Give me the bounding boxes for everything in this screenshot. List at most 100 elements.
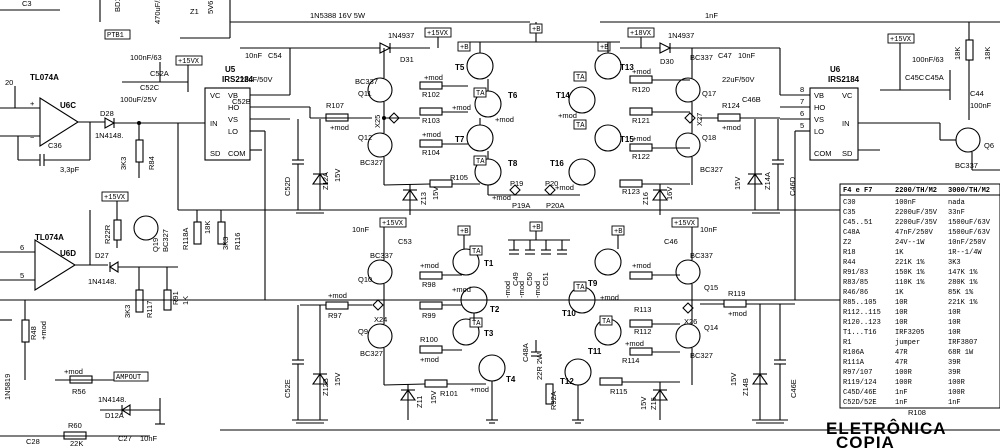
label-q9: Q9 bbox=[358, 327, 368, 336]
tag-ta-t11 bbox=[599, 315, 613, 326]
label-15vx-u5: +15VX bbox=[178, 58, 200, 66]
label-ta-t8: TA bbox=[476, 158, 485, 166]
label-u5: U5 bbox=[225, 65, 236, 74]
table-cell: 2200uF/35V bbox=[895, 219, 938, 227]
label-r48: R48 bbox=[29, 326, 38, 340]
resistor-r97 bbox=[325, 301, 349, 310]
table-cell: C48A bbox=[843, 229, 861, 237]
table-cell: 10R bbox=[948, 309, 961, 317]
pin-num-u6-5: 5 bbox=[800, 121, 804, 130]
tag-ta-t1 bbox=[469, 245, 483, 256]
label-t11: T11 bbox=[588, 347, 602, 356]
label-15vx-a: +15VX bbox=[427, 30, 449, 38]
label-c52a-value: 100nF/63 bbox=[130, 53, 162, 62]
mosfet-t7 bbox=[466, 124, 494, 152]
label-c27: C27 bbox=[118, 434, 132, 443]
label-t9: T9 bbox=[588, 279, 598, 288]
label-r98: R98 bbox=[422, 280, 436, 289]
resistor-r107 bbox=[325, 113, 349, 122]
resistor-r105 bbox=[429, 179, 453, 188]
pin-com-u6: COM bbox=[814, 149, 832, 158]
table-cell: 10R bbox=[895, 309, 908, 317]
label-r100-mod: +mod bbox=[420, 355, 439, 364]
label-x26: X26 bbox=[684, 317, 697, 326]
label-r113-mod: +mod bbox=[632, 261, 651, 270]
mosfet-t4 bbox=[478, 354, 506, 382]
label-ampout: AMPOUT bbox=[116, 374, 141, 382]
resistor-r114 bbox=[629, 347, 653, 356]
table-cell: 150K 1% bbox=[895, 269, 925, 277]
label-u6: U6 bbox=[830, 65, 841, 74]
table-cell: C52D/52E bbox=[843, 399, 877, 407]
table-cell: 1500uF/63V bbox=[948, 219, 991, 227]
pin-lo-u5: LO bbox=[228, 127, 238, 136]
label-18k-top: 18K bbox=[953, 47, 962, 60]
table-header-2: 3000/TH/M2 bbox=[948, 187, 990, 195]
table-cell: R97/107 bbox=[843, 369, 872, 377]
label-d30: D30 bbox=[660, 57, 674, 66]
label-b-t1: +B bbox=[460, 228, 468, 236]
label-t5: T5 bbox=[455, 63, 465, 72]
table-cell: 280K 1% bbox=[948, 279, 978, 287]
label-b-lower: +B bbox=[532, 224, 540, 232]
resistor-r112 bbox=[629, 319, 653, 328]
table-cell: 47nF/250V bbox=[895, 229, 934, 237]
mosfet-t3 bbox=[452, 318, 480, 346]
label-r101: R101 bbox=[440, 389, 458, 398]
table-cell: 100R bbox=[948, 379, 966, 387]
label-r115: R115 bbox=[610, 387, 627, 396]
testpoint-x26 bbox=[682, 302, 694, 314]
label-ta-t10: TA bbox=[576, 284, 585, 292]
pin-vb-u5: VB bbox=[228, 91, 238, 100]
label-q12-type: BC327 bbox=[360, 158, 383, 167]
label-c46e: C46E bbox=[789, 379, 798, 398]
label-r114-mod: +mod bbox=[625, 339, 644, 348]
label-1n4937-a: 1N4937 bbox=[388, 31, 414, 40]
diode-d28 bbox=[104, 117, 116, 129]
resistor-r117 bbox=[135, 289, 144, 313]
label-d28-value: 1N4148. bbox=[95, 131, 123, 140]
label-r102-mod: +mod bbox=[424, 73, 443, 82]
ic-u5 bbox=[204, 87, 251, 161]
tag-ta-t6 bbox=[473, 87, 487, 98]
table-cell: 47R bbox=[895, 349, 908, 357]
label-z14b: Z14B bbox=[741, 378, 750, 396]
label-r98-mod: +mod bbox=[420, 261, 439, 270]
transistor-q15 bbox=[675, 259, 701, 285]
table-cell: 10R bbox=[948, 319, 961, 327]
label-c46d: C46D bbox=[788, 176, 797, 196]
label-r48-mod: +mod bbox=[39, 321, 48, 340]
label-t10-mod: +mod bbox=[600, 293, 619, 302]
label-z14b-value: 15V bbox=[729, 373, 738, 386]
label-c50: C50 bbox=[525, 272, 534, 286]
label-top-left-net: 20 bbox=[5, 78, 13, 87]
zener-z16 bbox=[651, 189, 669, 201]
watermark-text-2: COPIA bbox=[836, 433, 895, 448]
label-z11: Z11 bbox=[415, 396, 424, 408]
label-18k-top-b: 18K bbox=[983, 47, 992, 60]
label-t6-mod: +mod bbox=[495, 115, 514, 124]
zener-z11 bbox=[399, 389, 417, 401]
label-r117: R117 bbox=[145, 301, 154, 318]
table-cell: nada bbox=[948, 199, 965, 207]
pin-vs-u5: VS bbox=[228, 115, 238, 124]
label-r107: R107 bbox=[326, 101, 344, 110]
tag-ta-t3 bbox=[469, 317, 483, 328]
resistor-r102 bbox=[419, 81, 443, 90]
label-ta-t11: TA bbox=[602, 318, 611, 326]
table-cell: 10R bbox=[895, 299, 908, 307]
table-cell: T1...T16 bbox=[843, 329, 877, 337]
label-c45c-value: 100nF/63 bbox=[912, 55, 944, 64]
table-cell: R106A bbox=[843, 349, 865, 357]
label-c36-value: 3,3pF bbox=[60, 165, 80, 174]
label-z16-value: 16V bbox=[665, 187, 674, 200]
label-x24: X24 bbox=[374, 315, 387, 324]
label-ptb1: PTB1 bbox=[107, 32, 124, 40]
label-z13: Z13 bbox=[419, 192, 428, 205]
label-q19: Q19 bbox=[151, 238, 160, 252]
label-b-t5: +B bbox=[460, 44, 468, 52]
label-c45c: C45C bbox=[905, 73, 925, 82]
table-cell: 221K 1% bbox=[948, 299, 978, 307]
zener-z12a bbox=[311, 173, 329, 185]
label-t8-mod: +mod bbox=[492, 193, 511, 202]
